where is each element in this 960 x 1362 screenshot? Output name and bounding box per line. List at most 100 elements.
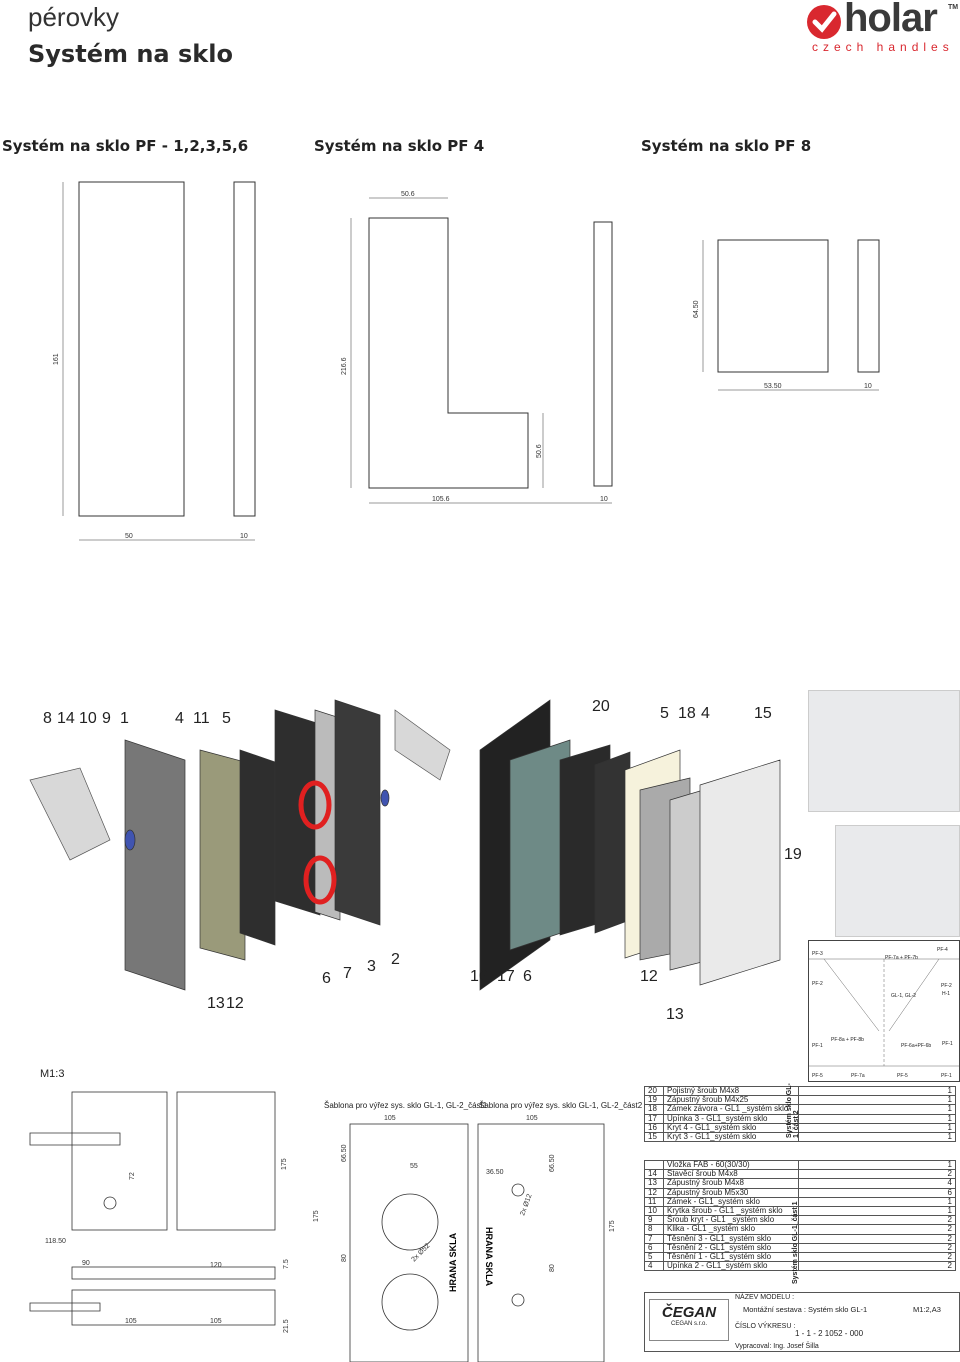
callout: 9 <box>102 710 111 727</box>
bom-cell-qty: 2 <box>798 1224 956 1235</box>
dim-pf8-thickness: 10 <box>864 383 872 390</box>
bom-cell-pos: 6 <box>644 1242 664 1253</box>
svg-text:72: 72 <box>129 1172 136 1180</box>
bom-cell-pos: 15 <box>644 1131 664 1143</box>
bom-cell-qty: 6 <box>798 1187 956 1198</box>
bom-cell-qty: 1 <box>798 1196 956 1207</box>
bom-cell-qty: 4 <box>798 1178 956 1189</box>
svg-text:175: 175 <box>313 1210 320 1222</box>
left-handle-icon <box>29 709 451 861</box>
bom-cell-qty: 2 <box>798 1242 956 1253</box>
svg-text:90: 90 <box>82 1260 90 1267</box>
svg-text:175: 175 <box>281 1158 288 1170</box>
callout: 5 <box>222 710 231 727</box>
template1-drawing: 105 66.50 55 175 80 2x Ø52 HRANA SKLA <box>313 1115 469 1362</box>
callout: 5 <box>660 705 669 722</box>
bom-cell-name: Těsnění 3 - GL1_systém sklo <box>663 1233 799 1244</box>
bom-cell-name: Kryt 3 - GL1_systém sklo <box>663 1131 799 1143</box>
bom-cell-qty: 2 <box>798 1251 956 1263</box>
svg-text:7.5: 7.5 <box>283 1259 290 1269</box>
cegan-logo: ČEGAN CEGAN s.r.o. <box>649 1299 729 1341</box>
section-title-pf1: Systém na sklo PF - 1,2,3,5,6 <box>2 137 249 155</box>
callout: 19 <box>784 846 802 863</box>
dim-pf8-height: 64.50 <box>693 300 700 318</box>
callout: 7 <box>343 965 352 982</box>
svg-text:21.5: 21.5 <box>283 1319 290 1333</box>
bom-cell-name: Klika - GL1 _systém sklo <box>663 1224 799 1235</box>
dim-pf4-step: 50.6 <box>536 444 543 458</box>
svg-text:105: 105 <box>384 1115 396 1122</box>
profile-drawings: 161 50 10 50.6 216.6 50.6 105.6 10 64.50… <box>53 181 880 541</box>
bom-cell-name: Zápustný šroub M4x8 <box>663 1178 799 1189</box>
bom-cell-pos: 13 <box>644 1178 664 1189</box>
svg-text:120: 120 <box>210 1262 222 1269</box>
callout: 16 <box>470 968 488 985</box>
callout: 14 <box>57 710 75 727</box>
callout: 6 <box>523 968 532 985</box>
dim-pf4-height: 216.6 <box>341 357 348 375</box>
bom-cell-qty: 2 <box>798 1169 956 1180</box>
svg-text:118.50: 118.50 <box>45 1238 66 1245</box>
svg-text:105: 105 <box>125 1318 137 1325</box>
lock-drawing: 72 175 118.50 90 120 7.5 105 105 21.5 <box>29 1091 290 1333</box>
dim-pf1-thickness: 10 <box>240 533 248 540</box>
check-badge-icon <box>807 5 841 39</box>
category-label: pérovky <box>28 2 120 32</box>
callout: 10 <box>79 710 97 727</box>
bom-cell-name: Těsnění 2 - GL1_systém sklo <box>663 1242 799 1253</box>
logo-tagline: czech handles <box>812 40 954 54</box>
bom-cell-qty: 1 <box>798 1205 956 1217</box>
svg-text:2x Ø12: 2x Ø12 <box>519 1193 533 1217</box>
bom-cell-pos: 8 <box>644 1224 664 1235</box>
dim-pf1-width: 50 <box>125 533 133 540</box>
bom-cell-pos: 18 <box>644 1104 664 1115</box>
bom-part1-side-label: Systém sklo GL-1_část 1 <box>792 1201 799 1285</box>
dim-pf8-width: 53.50 <box>764 383 782 390</box>
dim-pf4-width: 105.6 <box>432 496 450 503</box>
bom-cell-qty: 2 <box>798 1233 956 1244</box>
bom-cell-name: Zámek závora - GL1 _systém sklo <box>663 1104 799 1115</box>
callout: 12 <box>226 995 244 1012</box>
page-title: Systém na sklo <box>28 40 233 68</box>
svg-text:55: 55 <box>410 1163 418 1170</box>
callout: 4 <box>175 710 184 727</box>
svg-text:HRANA SKLA: HRANA SKLA <box>484 1227 494 1287</box>
svg-text:66.50: 66.50 <box>341 1144 348 1162</box>
callout: 13 <box>666 1006 684 1023</box>
template2-drawing: 105 66.50 36.50 175 80 2x Ø12 HRANA SKLA <box>477 1115 616 1362</box>
bom-cell-qty: 2 <box>798 1261 956 1272</box>
bom-cell-qty: 1 <box>798 1131 956 1143</box>
dim-pf1-height: 161 <box>53 353 60 365</box>
svg-text:175: 175 <box>609 1220 616 1232</box>
callout: 6 <box>322 970 331 987</box>
bom-cell-name: Upínka 2 - GL1_systém sklo <box>663 1261 799 1272</box>
callout: 3 <box>367 958 376 975</box>
bom-cell-pos: 12 <box>644 1187 664 1198</box>
callout: 17 <box>497 968 515 985</box>
holar-logo: holar TM czech handles <box>806 0 959 58</box>
callout: 4 <box>701 705 710 722</box>
dim-pf4-top: 50.6 <box>401 191 415 198</box>
title-block: ČEGAN CEGAN s.r.o. NÁZEV MODELU : Montáž… <box>644 1292 960 1352</box>
svg-text:80: 80 <box>549 1264 556 1272</box>
callout: 18 <box>678 705 696 722</box>
bom-cell-name: Zápustný šroub M5x30 <box>663 1187 799 1198</box>
template2-title: Šablona pro výřez sys. sklo GL-1, GL-2_č… <box>479 1101 643 1110</box>
bom-cell-qty: 1 <box>798 1085 956 1097</box>
dim-pf4-thickness: 10 <box>600 496 608 503</box>
section-title-pf8: Systém na sklo PF 8 <box>641 137 812 155</box>
bom-cell-pos: 17 <box>644 1113 664 1124</box>
callout: 13 <box>207 995 225 1012</box>
logo-wordmark: holar <box>844 0 938 40</box>
logo-tm: TM <box>948 4 959 11</box>
bom-cell-qty: 1 <box>798 1122 956 1133</box>
svg-text:80: 80 <box>341 1254 348 1262</box>
